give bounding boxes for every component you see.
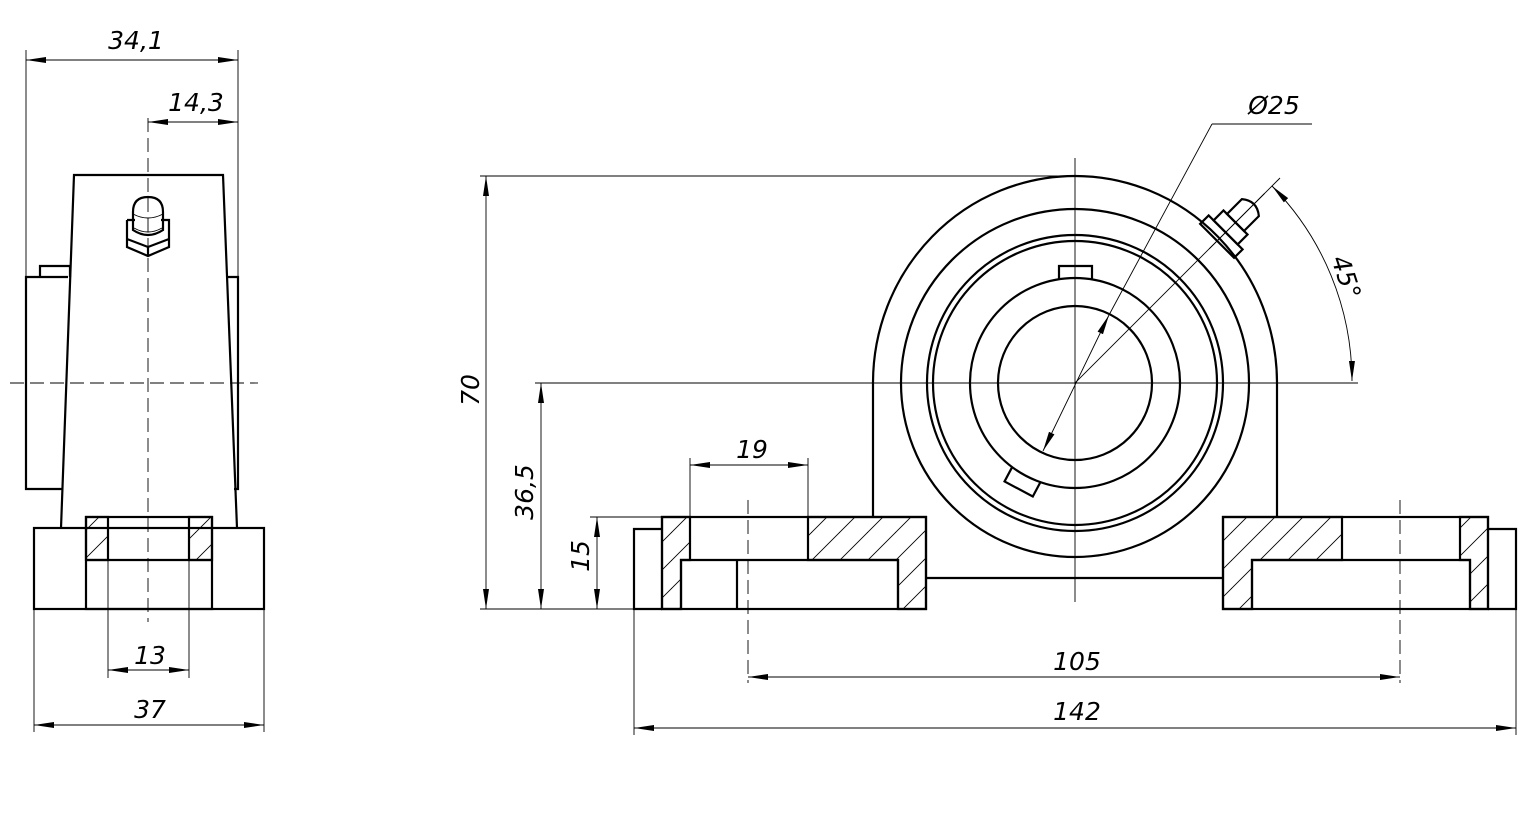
- dim-text-19: 19: [736, 435, 768, 464]
- right-base-hatch-inner: [1221, 515, 1344, 611]
- right-base-flange: [1488, 527, 1518, 611]
- dim-text-13: 13: [134, 641, 166, 670]
- left-base-slot: [679, 558, 900, 609]
- dim-slot-length: 19: [689, 435, 809, 517]
- dim-offset-to-center: 14,3: [148, 88, 238, 125]
- dim-bore-diameter: Ø25: [1042, 91, 1312, 452]
- side-view: 34,1 14,3 13 37: [10, 26, 266, 732]
- inner-ring-key-lower: [1003, 466, 1042, 498]
- dim-height: 70: [456, 175, 1075, 610]
- dim-overall-length: 142: [633, 609, 1517, 735]
- dim-text-142: 142: [1053, 697, 1101, 726]
- side-view-section-hatch-right: [187, 515, 214, 562]
- dim-base-width: 37: [33, 609, 265, 732]
- dim-text-bore-25: Ø25: [1247, 91, 1300, 120]
- side-view-base-slot: [84, 515, 214, 611]
- side-view-base: [32, 526, 266, 611]
- right-base-hatch-outer: [1458, 515, 1490, 611]
- dim-text-14-3: 14,3: [168, 88, 224, 117]
- dim-text-36-5: 36,5: [510, 464, 539, 520]
- dim-text-34-1: 34,1: [108, 26, 164, 55]
- dim-overall-depth: 34,1: [25, 26, 239, 277]
- side-view-lock-tab: [38, 264, 72, 277]
- front-view: 70 36,5 15 19 105 142: [456, 91, 1518, 735]
- dim-center-height: 36,5: [510, 383, 544, 609]
- dim-text-45-deg: 45°: [1325, 252, 1366, 303]
- side-view-section-hatch-left: [84, 515, 110, 562]
- side-view-housing-body: [59, 173, 239, 529]
- left-base-flange: [632, 527, 662, 611]
- left-base-hatch-outer: [806, 515, 928, 611]
- dim-bolt-spacing: 105: [748, 647, 1400, 680]
- dim-slot-width: 13: [107, 560, 190, 678]
- inner-ring-key-top: [1057, 264, 1094, 280]
- dim-base-thickness: 15: [566, 516, 662, 609]
- left-base-hatch-inner: [660, 515, 692, 611]
- dim-text-15: 15: [566, 540, 595, 572]
- dim-text-70: 70: [456, 374, 485, 406]
- right-base-slot: [1250, 558, 1472, 609]
- dim-text-105: 105: [1053, 647, 1101, 676]
- side-view-left-collar: [24, 275, 68, 491]
- dim-text-37: 37: [134, 695, 166, 724]
- grease-nipple-icon: [125, 195, 171, 258]
